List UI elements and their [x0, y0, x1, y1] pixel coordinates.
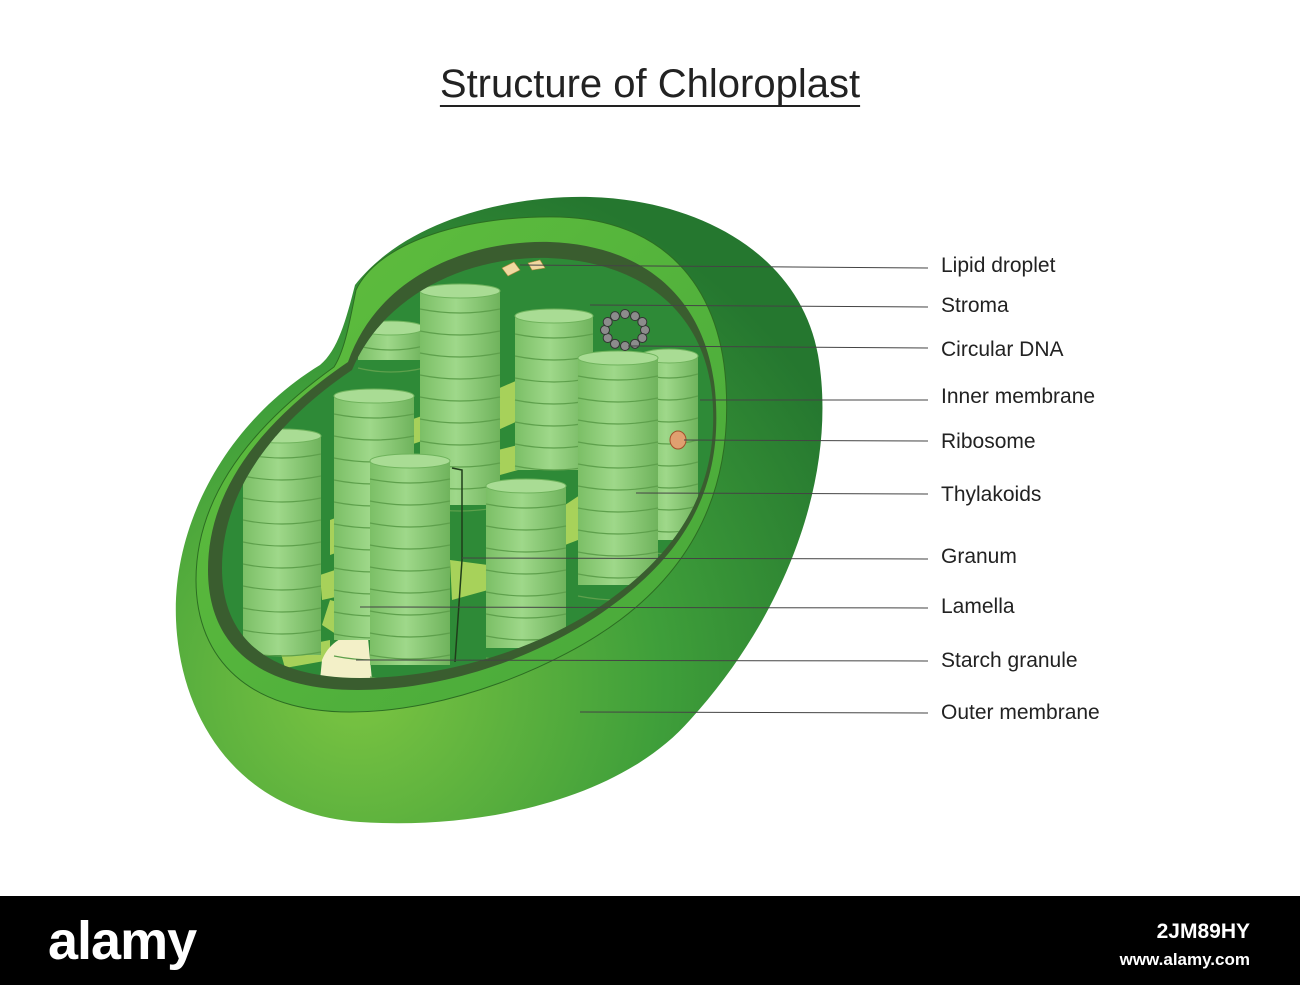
- label-outer-membrane: Outer membrane: [941, 701, 1100, 724]
- thylakoid-disc: [369, 566, 451, 572]
- label-inner-membrane: Inner membrane: [941, 385, 1096, 408]
- thylakoid-disc: [485, 547, 567, 553]
- thylakoid-disc: [357, 345, 425, 351]
- thylakoid-disc: [419, 330, 501, 336]
- thylakoid-disc: [485, 613, 567, 619]
- dna-bead: [610, 338, 620, 349]
- granum-top: [577, 350, 659, 366]
- leader-outer-membrane: [579, 711, 929, 714]
- thylakoid-disc: [242, 475, 322, 481]
- thylakoid-disc: [577, 485, 659, 491]
- thylakoid-disc: [242, 585, 322, 591]
- thylakoid-disc: [419, 308, 501, 314]
- thylakoid-disc: [419, 440, 501, 446]
- thylakoid-disc: [369, 500, 451, 506]
- granum-top: [333, 388, 415, 404]
- ribosome-shape: [669, 430, 687, 450]
- image-id: 2JM89HY: [1156, 920, 1250, 943]
- granum-stack: [577, 350, 659, 601]
- thylakoid-disc: [419, 418, 501, 424]
- leader-ribosome: [683, 439, 929, 442]
- leader-lipid-droplet: [519, 264, 929, 269]
- thylakoid-disc: [577, 507, 659, 513]
- leader-thylakoids: [635, 492, 929, 495]
- granum-top: [419, 283, 501, 299]
- thylakoid-disc: [514, 333, 594, 339]
- thylakoid-disc: [333, 435, 415, 441]
- page-title: Structure of Chloroplast: [439, 62, 861, 106]
- thylakoid-disc: [577, 397, 659, 403]
- thylakoid-disc: [369, 544, 451, 550]
- thylakoid-disc: [419, 352, 501, 358]
- thylakoid-disc: [485, 503, 567, 509]
- thylakoid-disc: [419, 374, 501, 380]
- thylakoid-disc: [369, 654, 451, 660]
- thylakoid-disc: [242, 629, 322, 635]
- thylakoid-disc: [577, 419, 659, 425]
- granum-top: [485, 478, 567, 494]
- chloroplast-diagram: [175, 196, 929, 824]
- thylakoid-disc: [419, 396, 501, 402]
- granum-bracket: [451, 467, 463, 663]
- label-circular-dna: Circular DNA: [941, 338, 1064, 361]
- leader-lamella: [359, 606, 929, 609]
- thylakoid-disc: [369, 632, 451, 638]
- granum-top: [514, 308, 594, 324]
- alamy-logo: alamy: [48, 911, 197, 971]
- dna-bead: [610, 311, 620, 322]
- thylakoid-disc: [333, 413, 415, 419]
- label-thylakoids: Thylakoids: [941, 483, 1042, 506]
- thylakoid-disc: [242, 519, 322, 525]
- leader-granum: [461, 557, 929, 560]
- dna-bead: [630, 311, 640, 322]
- label-lipid-droplet: Lipid droplet: [941, 254, 1056, 277]
- grana-group: [242, 283, 699, 678]
- label-starch-granule: Starch granule: [941, 649, 1078, 672]
- label-ribosome: Ribosome: [941, 430, 1036, 453]
- granum-stack: [485, 478, 567, 663]
- thylakoid-disc: [577, 551, 659, 557]
- thylakoid-disc: [242, 563, 322, 569]
- thylakoid-disc: [577, 441, 659, 447]
- thylakoid-disc: [577, 529, 659, 535]
- label-stroma: Stroma: [941, 294, 1009, 317]
- leader-stroma: [589, 304, 929, 308]
- thylakoid-disc: [369, 522, 451, 528]
- thylakoid-disc: [357, 367, 425, 373]
- thylakoid-disc: [242, 607, 322, 613]
- circular-dna-shape: [600, 309, 650, 351]
- granum-stack: [242, 428, 322, 657]
- thylakoid-disc: [577, 375, 659, 381]
- watermark-footer: alamy 2JM89HY www.alamy.com: [0, 896, 1300, 985]
- granum-stack: [369, 453, 451, 678]
- dna-bead: [602, 317, 613, 327]
- granum-top: [369, 453, 451, 469]
- dna-bead: [637, 317, 648, 327]
- thylakoid-disc: [369, 588, 451, 594]
- thylakoid-disc: [242, 541, 322, 547]
- thylakoid-disc: [485, 525, 567, 531]
- dna-bead: [620, 309, 630, 319]
- thylakoid-disc: [369, 478, 451, 484]
- label-lamella: Lamella: [941, 595, 1015, 618]
- thylakoid-disc: [485, 569, 567, 575]
- leader-circular-dna: [627, 345, 929, 349]
- footer-url: www.alamy.com: [1119, 950, 1250, 969]
- label-granum: Granum: [941, 545, 1017, 568]
- thylakoid-disc: [369, 610, 451, 616]
- thylakoid-disc: [577, 463, 659, 469]
- thylakoid-disc: [485, 591, 567, 597]
- leader-lines: [355, 264, 929, 714]
- thylakoid-disc: [242, 497, 322, 503]
- dna-bead: [637, 333, 648, 343]
- leader-starch-granule: [355, 659, 929, 662]
- dna-bead: [630, 338, 640, 349]
